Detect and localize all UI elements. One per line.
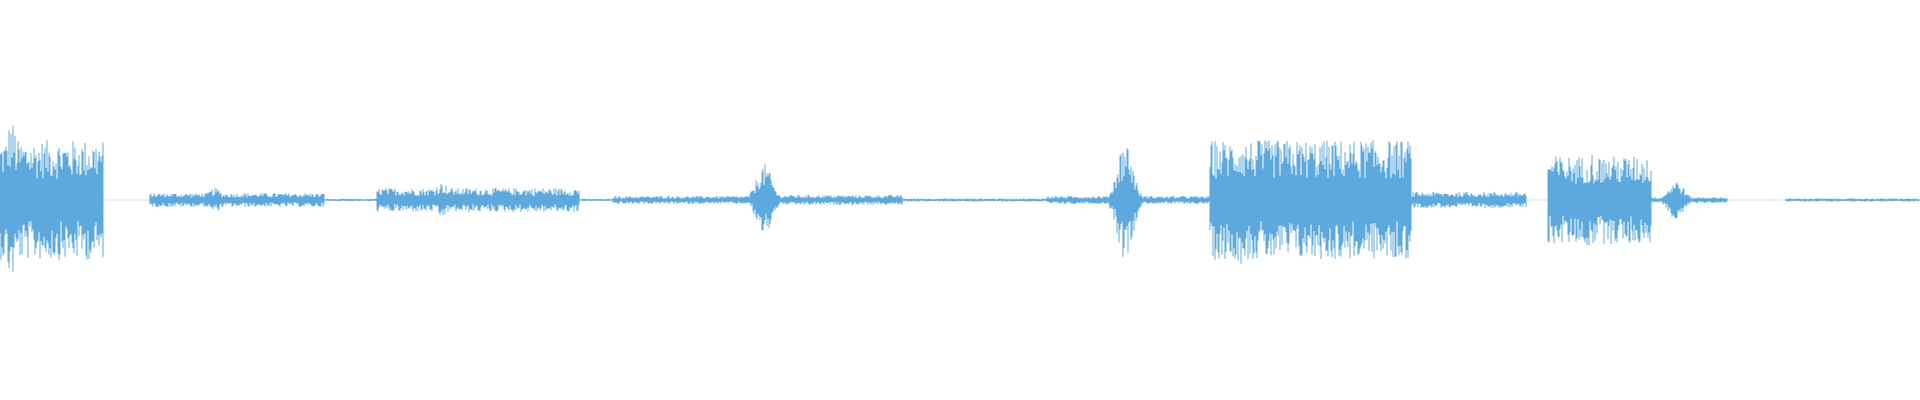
waveform-signal (0, 125, 1920, 272)
